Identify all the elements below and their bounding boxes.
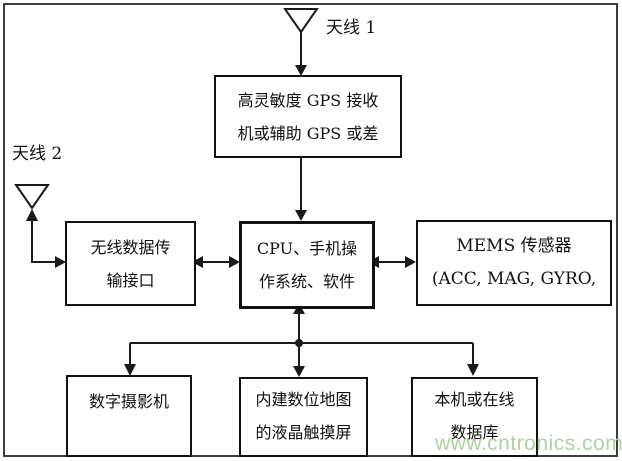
gps-receiver-box: 高灵敏度 GPS 接收 机或辅助 GPS 或差 xyxy=(214,75,402,158)
lcd-touchscreen-box: 内建数位地图 的液晶触摸屏 xyxy=(239,377,368,457)
wireless-data-interface-box: 无线数据传 输接口 xyxy=(65,221,196,306)
cpu-line2: 作系统、软件 xyxy=(258,272,355,291)
antenna2-label: 天线 2 xyxy=(12,144,63,164)
database-box: 本机或在线 数据库 xyxy=(411,377,538,457)
arrow-antenna1-to-gps xyxy=(295,32,307,76)
mems-line2: (ACC, MAG, GYRO, xyxy=(431,269,597,289)
arrow-branch-to-camera xyxy=(124,343,136,376)
digital-camera-box: 数字摄影机 xyxy=(66,375,192,457)
antenna1-label: 天线 1 xyxy=(326,18,377,38)
cpu-os-software-box: CPU、手机操 作系统、软件 xyxy=(239,221,375,309)
arrow-antenna2-to-wireless xyxy=(26,209,66,268)
arrow-gps-to-cpu xyxy=(295,154,307,221)
antenna-icon xyxy=(283,8,319,34)
arrow-branch-to-database xyxy=(467,343,479,376)
database-line2: 数据库 xyxy=(450,423,499,442)
cpu-line1: CPU、手机操 xyxy=(256,239,358,258)
double-arrow-cpu-lcd xyxy=(293,303,305,377)
gps-receiver-line2: 机或辅助 GPS 或差 xyxy=(237,123,379,143)
antenna-icon xyxy=(14,184,50,210)
mems-line1: MEMS 传感器 xyxy=(456,236,572,256)
database-line1: 本机或在线 xyxy=(434,390,515,409)
lcd-line1: 内建数位地图 xyxy=(255,390,352,409)
double-arrow-wireless-cpu xyxy=(192,256,240,268)
wireless-line1: 无线数据传 xyxy=(90,237,171,257)
gps-receiver-line1: 高灵敏度 GPS 接收 xyxy=(237,90,379,110)
camera-line1: 数字摄影机 xyxy=(88,392,169,411)
lcd-line2: 的液晶触摸屏 xyxy=(255,423,352,442)
mems-sensor-box: MEMS 传感器 (ACC, MAG, GYRO, xyxy=(416,220,612,306)
wireless-line2: 输接口 xyxy=(106,270,155,290)
double-arrow-cpu-mems xyxy=(368,256,416,268)
